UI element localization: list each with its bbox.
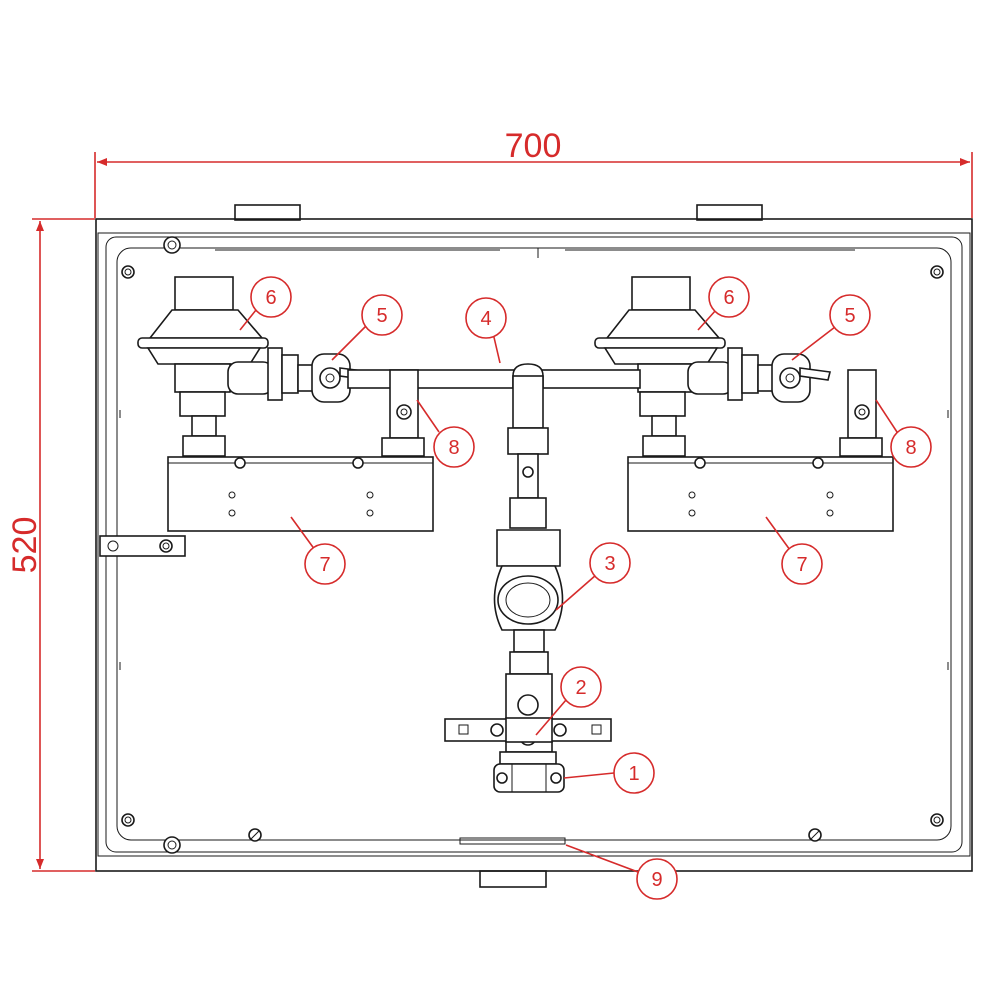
leader-6-left [239,309,257,331]
leader-5-left [331,324,368,361]
callout-7-right-label: 7 [796,554,807,576]
callout-2: 2 [560,666,602,708]
gauge-port-right [839,369,883,457]
regulator-right [594,276,759,457]
callout-5-left: 5 [361,294,403,336]
callout-5-right-label: 5 [844,305,855,327]
frame-screws [121,236,944,854]
bottom-bracket [479,870,547,888]
outer-frame [95,218,973,872]
top-bracket-right [696,204,763,221]
filter-block-left [167,456,434,532]
screw-icon [248,828,262,842]
inlet-connector [493,763,565,793]
top-bracket-left [234,204,301,221]
screw-icon [930,813,944,827]
leader-8-left [416,399,440,433]
callout-1: 1 [613,752,655,794]
callout-9: 9 [636,858,678,900]
manifold-pipe-left [347,369,519,389]
callout-8-right: 8 [890,426,932,468]
leader-1 [563,772,615,779]
screw-icon [163,836,181,854]
screw-icon [121,813,135,827]
leader-8-right [875,399,898,433]
callout-1-label: 1 [628,763,639,785]
callout-8-left-label: 8 [448,437,459,459]
callout-6-right-label: 6 [723,287,734,309]
cabinet-frame [95,204,973,888]
callout-6-left-label: 6 [265,287,276,309]
width-dimension: 700 [94,127,973,218]
frame-inner-edge [97,232,971,857]
ball-valve-right [757,353,831,403]
callout-7-left: 7 [304,543,346,585]
screw-icon [808,828,822,842]
leader-3 [555,574,597,611]
screw-icon [121,265,135,279]
leader-7-left [290,516,316,551]
callout-4: 4 [465,297,507,339]
callout-8-right-label: 8 [905,437,916,459]
callout-7-right: 7 [781,543,823,585]
callout-8-left: 8 [433,426,475,468]
regulator-left [137,276,299,457]
leader-2 [535,699,567,736]
callout-5-left-label: 5 [376,305,387,327]
screw-icon [163,236,181,254]
width-dimension-label: 700 [505,127,562,165]
gauge-port-left [381,369,425,457]
callout-9-label: 9 [651,869,662,891]
callout-6-left: 6 [250,276,292,318]
height-dimension-label: 520 [6,517,44,574]
leader-7-right [765,516,791,551]
callout-5-right: 5 [829,294,871,336]
callout-2-label: 2 [575,677,586,699]
callout-7-left-label: 7 [319,554,330,576]
central-tee-and-hose [507,363,549,529]
filter-block-right [627,456,894,532]
leader-5-right [791,326,836,361]
callout-4-label: 4 [480,308,491,330]
inlet-valve [444,651,612,765]
leader-9 [565,844,639,873]
leader-6-right [697,309,717,331]
height-dimension: 520 [6,218,95,872]
leader-4 [492,332,501,364]
screw-icon [930,265,944,279]
callout-6-right: 6 [708,276,750,318]
main-valve [493,529,564,653]
side-latch [99,535,186,557]
callout-3: 3 [589,542,631,584]
bottom-rail [459,837,566,845]
callout-3-label: 3 [604,553,615,575]
manifold-pipe-right [539,369,641,389]
callout-leaders [239,309,898,873]
